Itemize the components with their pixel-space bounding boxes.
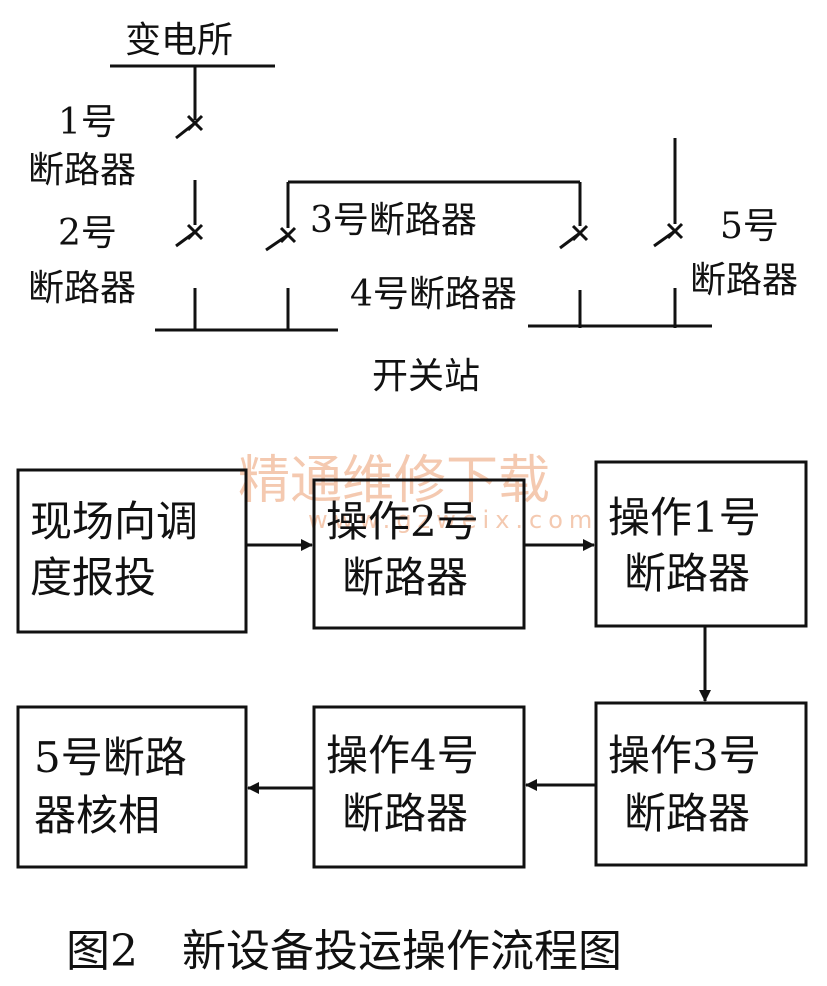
flow-step-op3-line1: 操作3号 [608,731,761,780]
flow-step-op1-line1: 操作1号 [608,493,761,542]
substation-label: 变电所 [125,20,233,61]
switching-station-label: 开关站 [372,356,480,397]
flow-step-report [16,468,248,634]
breaker5-branch [653,138,684,328]
flow-step-op1-line2: 断路器 [624,549,750,598]
flow-step-op4-line2: 断路器 [342,789,468,838]
breaker3-branch [265,182,297,330]
breaker4-blade [559,231,581,250]
breaker3-label: 3号断路器 [310,200,477,241]
flow-step-op1 [594,460,808,628]
flowchart: 现场向调 度报投 操作2号 断路器 操作1号 断路器 操作3号 断路器 操作4号… [16,460,808,869]
flow-step-op3 [594,701,808,867]
breaker5-label-line2: 断路器 [690,260,798,301]
breaker5-blade [653,229,676,248]
breaker2-label-line1: 2号 [58,213,117,254]
watermark-url: www.gzweix.com [308,506,598,534]
flow-step-op2-line2: 断路器 [342,553,468,602]
flow-step-phase5 [16,705,248,869]
flow-step-report-line2: 度报投 [30,553,156,602]
breaker2-blade [175,230,196,248]
main-feeder [175,66,204,330]
breaker2-label-line2: 断路器 [28,268,136,309]
breaker1-label-line1: 1号 [58,102,117,143]
flow-step-op2 [312,478,526,630]
breaker4-branch [559,182,589,328]
flow-step-op3-line2: 断路器 [624,789,750,838]
circuit-diagram: 变电所 1号 断路器 2号 断路器 3号断路器 [28,20,798,397]
flow-step-phase5-line1: 5号断路 [34,733,187,782]
breaker3-blade [265,233,289,252]
breaker5-label-line1: 5号 [720,206,779,247]
flow-step-phase5-line2: 器核相 [34,791,160,840]
breaker4-label: 4号断路器 [350,274,517,315]
flow-step-op4-line1: 操作4号 [326,731,479,780]
breaker1-blade [175,121,196,140]
flow-step-report-line1: 现场向调 [30,497,198,546]
figure-caption: 图2 新设备投运操作流程图 [66,926,622,977]
flow-step-op2-line1: 操作2号 [326,497,479,546]
breaker1-label-line2: 断路器 [28,150,136,191]
